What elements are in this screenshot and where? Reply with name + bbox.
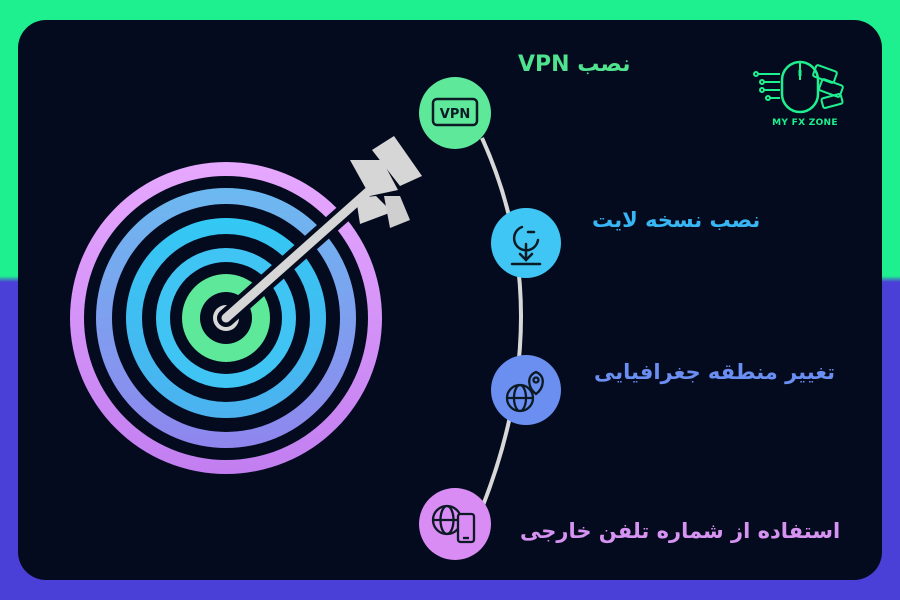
step-phone-label: استفاده از شماره تلفن خارجی	[520, 519, 841, 543]
brand-name: MY FX ZONE	[772, 118, 838, 128]
step-vpn-node: VPN	[419, 77, 491, 149]
timeline-arc	[480, 137, 523, 509]
step-region-node	[491, 355, 561, 425]
svg-text:VPN: VPN	[440, 107, 470, 122]
download-app-icon	[510, 225, 542, 266]
step-lite-label: نصب نسخه لایت	[592, 208, 761, 232]
brand-logo: MY FX ZONE	[750, 58, 860, 136]
vpn-badge-icon: VPN	[431, 97, 479, 127]
step-vpn-label: نصب VPN	[518, 52, 631, 77]
step-lite-node	[491, 208, 561, 278]
step-phone-node	[419, 488, 491, 560]
globe-phone-icon	[431, 504, 476, 544]
step-region-label: تغییر منطقه جغرافیایی	[594, 360, 836, 384]
globe-location-icon	[505, 370, 544, 413]
arrow-icon	[217, 136, 422, 327]
mouse-logo-icon	[753, 60, 844, 114]
